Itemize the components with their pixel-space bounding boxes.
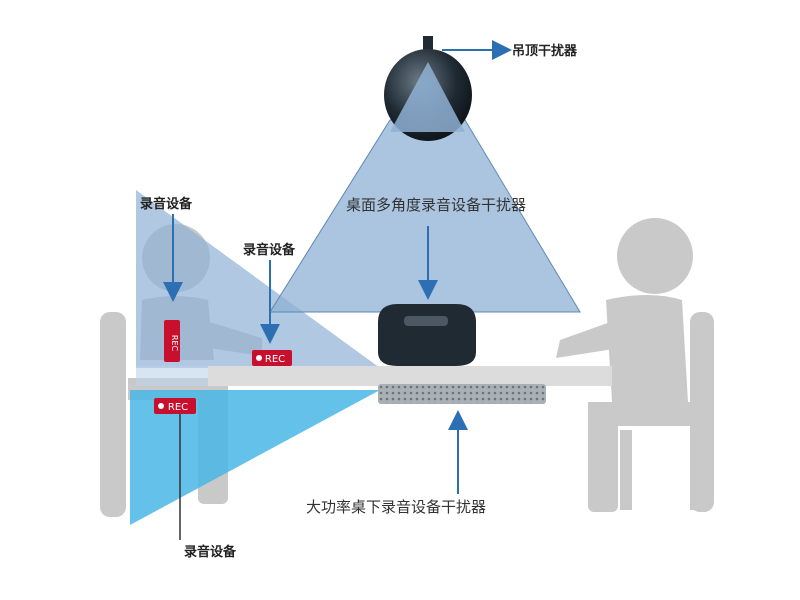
- ceiling-jammer-device: [384, 36, 472, 141]
- under-desk-beam: [130, 390, 380, 525]
- right-chair-leg-2: [690, 430, 702, 510]
- rec-badge-vertical: REC: [164, 320, 180, 362]
- left-chair-back: [100, 312, 126, 517]
- rec-badge-label: REC: [168, 402, 188, 413]
- right-person-torso: [606, 295, 688, 402]
- right-person: [556, 218, 714, 512]
- rec-badge-label: REC: [265, 354, 285, 365]
- ceiling-jammer-beam: [269, 119, 581, 313]
- label-recorder-top-left: 录音设备: [140, 196, 193, 212]
- right-person-arm: [556, 320, 620, 358]
- rec-badge-mid: REC: [252, 350, 292, 366]
- label-desktop-jammer: 桌面多角度录音设备干扰器: [346, 196, 526, 214]
- microphone-icon: [256, 355, 262, 361]
- left-desktop-beam: [136, 190, 380, 368]
- rec-badge-label: REC: [170, 335, 179, 352]
- right-person-shin: [588, 420, 618, 512]
- arrows: [163, 40, 512, 494]
- label-ceiling-jammer: 吊顶干扰器: [512, 43, 578, 59]
- rec-badge-under: REC: [154, 398, 196, 414]
- desktop-jammer-device: [378, 304, 476, 366]
- label-recorder-bottom: 录音设备: [184, 544, 237, 560]
- label-recorder-mid: 录音设备: [243, 242, 296, 258]
- table-top-left: [136, 366, 208, 386]
- microphone-icon: [158, 403, 164, 409]
- table-top: [208, 366, 612, 386]
- under-desk-jammer-device: [378, 384, 546, 404]
- label-under-desk-jammer: 大功率桌下录音设备干扰器: [306, 498, 486, 516]
- right-chair-leg: [620, 430, 632, 510]
- right-person-head: [617, 218, 693, 294]
